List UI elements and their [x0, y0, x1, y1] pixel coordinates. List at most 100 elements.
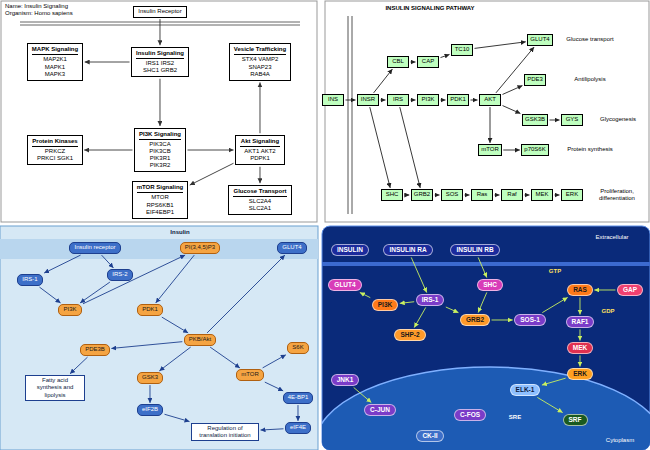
node-title: ELK-1 [516, 386, 535, 394]
node-title: mTOR [481, 146, 499, 153]
protein-node: IRS-1 [17, 274, 42, 285]
node-title: INSULIN RA [389, 246, 426, 254]
signal-arrow [159, 79, 160, 126]
protein-node: SOS-1 [514, 314, 546, 326]
signal-arrow [465, 195, 470, 196]
process-box: Fatty acid synthesis and lipolysis [25, 375, 85, 401]
signal-arrow [503, 106, 521, 114]
signal-arrow [414, 307, 426, 327]
signal-arrow [435, 195, 440, 196]
node-title: SHP-2 [400, 331, 419, 339]
gene-box: INS [322, 94, 344, 105]
node-title: JNK1 [337, 376, 354, 384]
signal-arrow [374, 69, 393, 93]
gene-box: IRS [387, 94, 409, 105]
signal-arrow [259, 167, 260, 183]
process-box: Regulation of translation initiation [191, 423, 259, 441]
node-body: MTOR RPS6KB1 EIF4EBP1 [140, 194, 180, 216]
node-title: PDK1 [450, 96, 466, 103]
annotation-label: Protein synthesis [567, 146, 613, 153]
signal-arrow [579, 355, 580, 366]
annotation-label: Glycogenesis [600, 116, 636, 123]
membrane-band [0, 239, 318, 259]
signal-arrow [80, 282, 110, 303]
receptor-node: Insulin receptor [69, 242, 120, 253]
kinase-node: PI3K [372, 299, 398, 311]
annotation-label: Antilipolysis [574, 76, 605, 83]
gene-box: mTOR [478, 144, 502, 155]
node-title: S6K [292, 344, 303, 351]
signal-arrow [381, 100, 386, 101]
annotation-label: Insulin [170, 229, 189, 236]
protein-node: IRS-1 [416, 294, 445, 306]
node-title: SRF [569, 416, 582, 424]
kinase-node: GSK3 [137, 372, 163, 383]
annotation-label: INSULIN SIGNALING PATHWAY [385, 5, 474, 12]
gene-box: SOS [441, 189, 463, 200]
node-title: AKT [482, 96, 498, 103]
signal-arrow [478, 292, 487, 312]
node-title: IRS-1 [422, 296, 439, 304]
annotation-label: Glucose transport [566, 36, 613, 43]
kinase-node: PKB/Akt [184, 334, 216, 345]
signal-arrow [400, 107, 420, 188]
node-title: ERK [564, 191, 580, 198]
node-title: mTOR Signaling [137, 184, 184, 193]
node-title: Akt Signaling [240, 138, 280, 147]
node-body: STX4 VAMP2 SNAP23 RAB4A [240, 56, 280, 78]
gene-box: GLUT4 [527, 34, 552, 45]
node-title: Insulin Receptor [138, 8, 181, 15]
signal-arrow [346, 100, 356, 101]
node-title: CAP [420, 58, 436, 65]
signal-arrow [471, 100, 478, 101]
node-title: Glucose Transport [233, 188, 286, 197]
signal-arrow [44, 255, 80, 273]
signal-arrow [156, 255, 195, 303]
gene-group: Insulin SignalingIRS1 IRS2 SHC1 GRB2 [131, 47, 189, 78]
node-title: CK-II [422, 432, 437, 440]
signal-arrow [411, 62, 416, 63]
signal-arrow [70, 357, 88, 374]
kinase-node: ERK [567, 368, 593, 380]
node-title: Insulin receptor [74, 244, 115, 251]
gene-group: Glucose TransportSLC2A4 SLC2A1 [228, 185, 291, 216]
kinase-node: RAF1 [566, 316, 595, 328]
signal-arrow [210, 347, 240, 368]
signal-arrow [478, 257, 487, 277]
node-title: MEK [534, 191, 550, 198]
membrane-line [352, 16, 353, 214]
factor-node: C-FOS [454, 409, 486, 421]
gene-group: Vesicle TraffickingSTX4 VAMP2 SNAP23 RAB… [229, 43, 291, 81]
node-title: SHC [483, 281, 497, 289]
gene-box: p70S6K [521, 144, 548, 155]
node-title: SOS [444, 191, 460, 198]
gene-box: CAP [417, 56, 439, 67]
node-title: Fatty acid synthesis and lipolysis [29, 377, 81, 399]
node-title: PDK1 [142, 306, 158, 313]
signal-arrow [492, 319, 513, 320]
signal-arrow [537, 397, 562, 412]
signal-arrow [354, 387, 372, 402]
gene-box: Ras [471, 189, 493, 200]
transporter-node: GLUT4 [328, 279, 361, 291]
node-title: INSULIN [337, 246, 363, 254]
signal-arrow [441, 54, 450, 57]
node-title: GLUT4 [334, 281, 355, 289]
node-title: 4E-BP1 [288, 394, 309, 401]
signal-arrow [495, 195, 500, 196]
gene-box: PDE3 [524, 74, 546, 85]
gene-box: Raf [501, 189, 523, 200]
signal-arrow [503, 86, 523, 95]
transporter-node: GLUT4 [277, 242, 306, 253]
factor-node: SRF [563, 414, 588, 426]
protein-node: SHP-2 [394, 329, 425, 341]
protein-node: GRB2 [460, 314, 490, 326]
wikipathways-panel [1, 1, 317, 222]
node-title: SOS-1 [520, 316, 540, 324]
node-title: C-FOS [460, 411, 480, 419]
node-body: SLC2A4 SLC2A1 [240, 198, 280, 212]
gene-group: mTOR SignalingMTOR RPS6KB1 EIF4EBP1 [132, 181, 189, 219]
signal-arrow [411, 100, 416, 101]
node-title: GRB2 [414, 191, 430, 198]
